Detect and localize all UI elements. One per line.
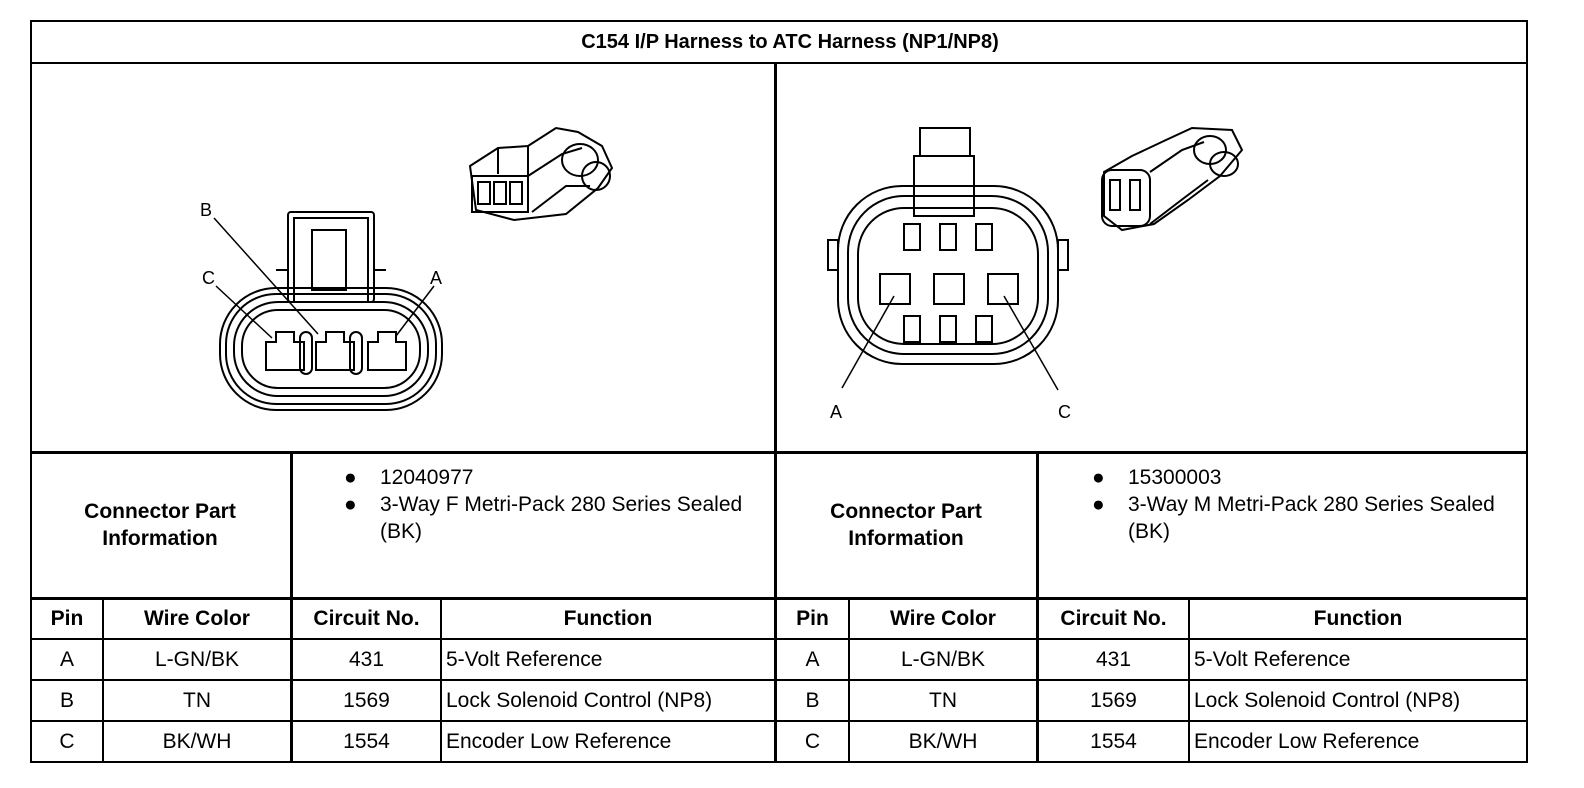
divider-header <box>30 638 1528 640</box>
header-circuit-no: Circuit No. <box>313 607 420 630</box>
cell-circuit-no: 431 <box>1095 647 1132 671</box>
part-number: 12040977 <box>380 466 474 489</box>
header-function: Function <box>1313 607 1403 630</box>
divider-center <box>774 62 777 763</box>
part-description: 3-Way M Metri-Pack 280 Series Sealed (BK… <box>1128 493 1495 543</box>
cell-function: Lock Solenoid Control (NP8) <box>446 688 713 712</box>
cell-function: 5-Volt Reference <box>446 647 603 671</box>
part-info-list-right: ● 15300003 ● 3-Way M Metri-Pack 280 Seri… <box>1076 464 1516 545</box>
cell-wire-color: TN <box>929 688 957 712</box>
part-number: 15300003 <box>1128 466 1222 489</box>
divider-row2 <box>30 720 1528 722</box>
divider-right-info <box>1036 452 1039 763</box>
header-pin: Pin <box>796 607 829 630</box>
part-info-list-left: ● 12040977 ● 3-Way F Metri-Pack 280 Seri… <box>328 464 758 545</box>
col-right-circuit <box>1188 598 1190 763</box>
connector-part-label-right: Connector Part Information <box>830 500 982 550</box>
cell-function: 5-Volt Reference <box>1194 647 1351 671</box>
pin-label-b: B <box>200 200 212 220</box>
cell-wire-color: L-GN/BK <box>900 647 986 671</box>
part-info-item: ● 3-Way M Metri-Pack 280 Series Sealed (… <box>1076 491 1516 545</box>
bullet-icon: ● <box>344 493 357 516</box>
cell-pin: C <box>59 729 75 753</box>
male-connector-face-diagram: A C <box>827 127 1071 422</box>
col-right-pin <box>848 598 850 763</box>
divider-partinfo <box>30 597 1528 600</box>
header-function: Function <box>563 607 653 630</box>
border-top <box>30 20 1528 22</box>
cell-circuit-no: 1554 <box>1090 729 1137 753</box>
cell-wire-color: BK/WH <box>908 729 978 753</box>
header-circuit-no: Circuit No. <box>1060 607 1167 630</box>
header-pin: Pin <box>50 607 84 630</box>
cell-circuit-no: 431 <box>348 647 385 671</box>
cell-pin: A <box>805 647 820 671</box>
connector-part-label-left: Connector Part Information <box>84 500 236 550</box>
divider-images <box>30 451 1528 454</box>
pin-label-a: A <box>830 402 842 422</box>
cell-pin: B <box>805 688 820 712</box>
part-description: 3-Way F Metri-Pack 280 Series Sealed (BK… <box>380 493 743 543</box>
page-title: C154 I/P Harness to ATC Harness (NP1/NP8… <box>581 30 999 53</box>
col-left-circuit <box>440 598 442 763</box>
cell-pin: C <box>804 729 821 753</box>
cell-function: Encoder Low Reference <box>1194 729 1420 753</box>
pin-label-c: C <box>202 268 215 288</box>
female-connector-face-diagram: B C A <box>200 200 443 411</box>
cell-pin: B <box>59 688 74 712</box>
male-connector-3d-icon <box>1101 126 1244 232</box>
border-right <box>1526 20 1528 763</box>
divider-row1 <box>30 679 1528 681</box>
part-info-item: ● 12040977 <box>328 464 758 491</box>
bullet-icon: ● <box>344 466 357 489</box>
cell-circuit-no: 1569 <box>1090 688 1137 712</box>
pin-label-a: A <box>430 268 442 288</box>
header-wire-color: Wire Color <box>144 607 250 630</box>
header-wire-color: Wire Color <box>890 607 996 630</box>
cell-function: Lock Solenoid Control (NP8) <box>1194 688 1461 712</box>
cell-wire-color: L-GN/BK <box>154 647 240 671</box>
female-connector-3d-icon <box>468 126 614 222</box>
pin-label-c: C <box>1058 402 1071 422</box>
cell-function: Encoder Low Reference <box>446 729 672 753</box>
divider-title <box>30 62 1528 64</box>
cell-wire-color: BK/WH <box>162 729 232 753</box>
cell-wire-color: TN <box>183 688 211 712</box>
cell-circuit-no: 1554 <box>343 729 390 753</box>
cell-pin: A <box>59 647 74 671</box>
part-info-item: ● 3-Way F Metri-Pack 280 Series Sealed (… <box>328 491 758 545</box>
border-left <box>30 20 32 763</box>
bullet-icon: ● <box>1092 466 1105 489</box>
part-info-item: ● 15300003 <box>1076 464 1516 491</box>
col-left-pin <box>102 598 104 763</box>
cell-circuit-no: 1569 <box>343 688 390 712</box>
bullet-icon: ● <box>1092 493 1105 516</box>
divider-left-info <box>290 452 293 763</box>
border-bottom <box>30 761 1528 763</box>
